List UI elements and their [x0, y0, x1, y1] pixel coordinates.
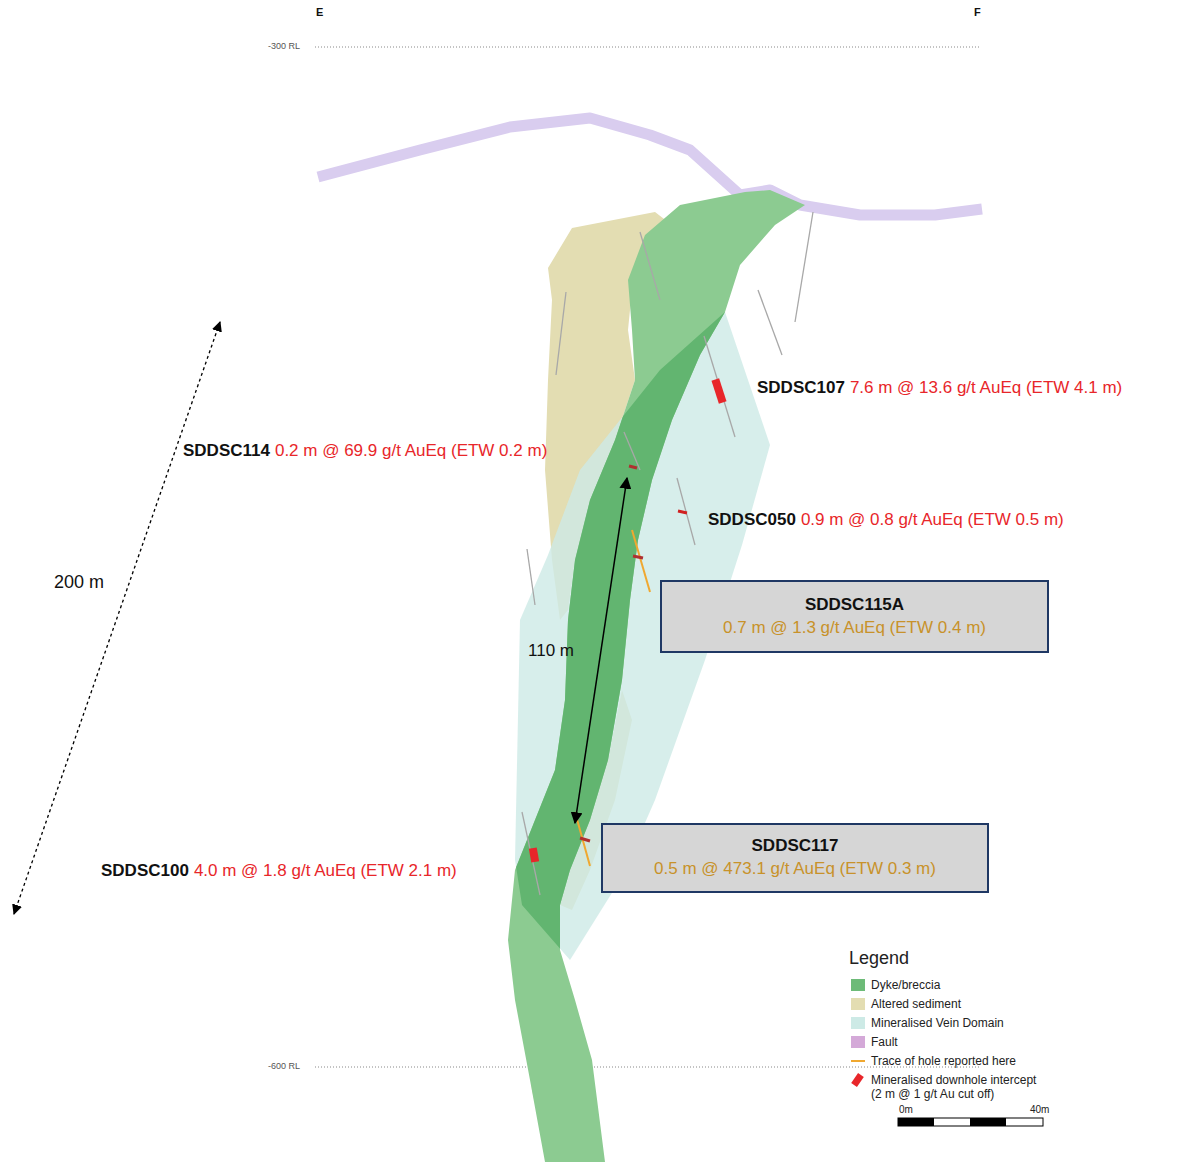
legend-item: Mineralised Vein Domain [851, 1016, 1004, 1030]
section-letter: E [316, 6, 323, 19]
rl-line [315, 47, 980, 48]
intercept-value: 0.5 m @ 473.1 g/t AuEq (ETW 0.3 m) [654, 858, 936, 881]
legend-title: Legend [849, 948, 909, 970]
legend-item: Mineralised downhole intercept (2 m @ 1 … [851, 1073, 1049, 1102]
dimension-label: 110 m [528, 641, 574, 661]
dimension-label: 200 m [54, 572, 104, 594]
legend-swatch [851, 1036, 865, 1048]
rl-label: -300 RL [268, 41, 300, 52]
legend-text: Altered sediment [871, 997, 961, 1011]
legend-text: Fault [871, 1035, 898, 1049]
scale-label: 40m [1030, 1104, 1049, 1116]
hole-id: SDDSC114 [183, 441, 270, 461]
drill-traces [522, 212, 813, 895]
hole-id: SDDSC117 [752, 835, 839, 858]
hole-id: SDDSC107 [757, 378, 845, 398]
intercept-value: 4.0 m @ 1.8 g/t AuEq (ETW 2.1 m) [194, 861, 457, 881]
dimension-arrow [575, 478, 627, 823]
legend-line-sample [851, 1060, 865, 1062]
legend-item: Fault [851, 1035, 898, 1049]
intercept-value: 0.9 m @ 0.8 g/t AuEq (ETW 0.5 m) [801, 510, 1064, 530]
legend-line-sample [851, 1055, 865, 1067]
legend-swatch [851, 979, 865, 991]
scale-label: 0m [899, 1104, 913, 1116]
callout-box: SDDSC115A0.7 m @ 1.3 g/t AuEq (ETW 0.4 m… [660, 580, 1049, 653]
legend-item: Altered sediment [851, 997, 961, 1011]
hole-id: SDDSC050 [708, 510, 796, 530]
reported-hole-trace [575, 530, 650, 866]
legend-text: Mineralised downhole intercept (2 m @ 1 … [871, 1073, 1049, 1102]
legend-item: Dyke/breccia [851, 978, 940, 992]
fault-line [318, 118, 982, 215]
legend-intercept-sample [851, 1073, 864, 1087]
rl-label: -600 RL [268, 1061, 300, 1072]
legend-text: Trace of hole reported here [871, 1054, 1016, 1068]
scale-bar [898, 1118, 1043, 1126]
intercept-value: 0.7 m @ 1.3 g/t AuEq (ETW 0.4 m) [723, 617, 986, 640]
intercept-value: 0.2 m @ 69.9 g/t AuEq (ETW 0.2 m) [275, 441, 547, 461]
legend-intercept-sample [851, 1074, 865, 1086]
legend-text: Dyke/breccia [871, 978, 940, 992]
legend-text: Mineralised Vein Domain [871, 1016, 1004, 1030]
legend-swatch [851, 1017, 865, 1029]
intercept-value: 7.6 m @ 13.6 g/t AuEq (ETW 4.1 m) [850, 378, 1122, 398]
legend-item: Trace of hole reported here [851, 1054, 1016, 1068]
section-letter: F [974, 6, 981, 19]
hole-id: SDDSC100 [101, 861, 189, 881]
dyke-core [508, 190, 805, 1162]
dyke-breccia [508, 190, 805, 1162]
callout-box: SDDSC1170.5 m @ 473.1 g/t AuEq (ETW 0.3 … [601, 823, 989, 893]
hole-id: SDDSC115A [805, 594, 904, 617]
legend-swatch [851, 998, 865, 1010]
dimension-arrow [14, 322, 220, 914]
